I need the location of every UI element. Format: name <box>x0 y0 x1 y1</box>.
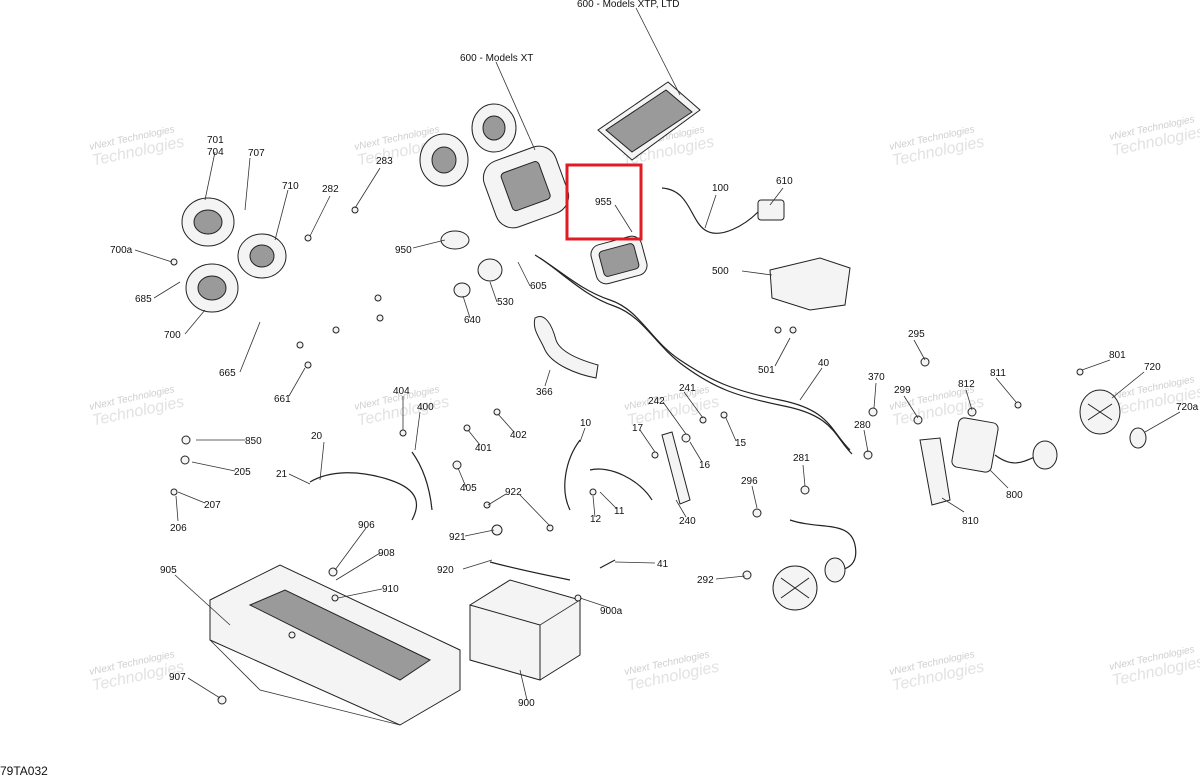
callout-600-xt: 600 - Models XT <box>460 53 533 64</box>
callout-242: 242 <box>648 396 665 407</box>
callout-21: 21 <box>276 469 288 480</box>
callout-40: 40 <box>818 358 830 369</box>
callout-812: 812 <box>958 379 975 390</box>
callout-241: 241 <box>679 383 696 394</box>
callout-10: 10 <box>580 418 592 429</box>
callout-366: 366 <box>536 387 553 398</box>
callout-280: 280 <box>854 420 871 431</box>
callout-605: 605 <box>530 281 547 292</box>
callout-17: 17 <box>632 423 644 434</box>
callout-205: 205 <box>234 467 251 478</box>
cable-20-wire <box>309 472 418 521</box>
cable-11-wire <box>589 468 653 501</box>
callout-530: 530 <box>497 297 514 308</box>
callout-299: 299 <box>894 385 911 396</box>
callout-700a: 700a <box>110 245 133 256</box>
callout-240: 240 <box>679 516 696 527</box>
callout-685: 685 <box>135 294 152 305</box>
callout-11: 11 <box>614 506 625 517</box>
callout-281: 281 <box>793 453 810 464</box>
callout-850: 850 <box>245 436 262 447</box>
battery-900-part <box>469 579 581 681</box>
callout-720: 720 <box>1144 362 1161 373</box>
fasteners <box>170 206 1084 705</box>
bracket-810-part <box>919 437 951 506</box>
gauge-cluster-left <box>181 197 287 313</box>
diagram-code: 79TA032 <box>0 764 48 778</box>
callout-295: 295 <box>908 329 925 340</box>
callout-labels: 600 - Models XTP, LTD 600 - Models XT 70… <box>110 0 1199 709</box>
callout-12: 12 <box>590 514 602 525</box>
callout-404: 404 <box>393 386 410 397</box>
callout-401: 401 <box>475 443 492 454</box>
highlight-box-955 <box>565 163 643 241</box>
callout-800: 800 <box>1006 490 1023 501</box>
cable-400-wire <box>411 451 433 511</box>
callout-810: 810 <box>962 516 979 527</box>
callout-707: 707 <box>248 148 265 159</box>
callout-910: 910 <box>382 584 399 595</box>
callout-20: 20 <box>311 431 323 442</box>
callout-405: 405 <box>460 483 477 494</box>
callout-400: 400 <box>417 402 434 413</box>
switch-950-part <box>440 230 470 250</box>
callout-710: 710 <box>282 181 299 192</box>
callout-701: 701 <box>207 135 224 146</box>
callout-370: 370 <box>868 372 885 383</box>
callout-720a: 720a <box>1176 402 1199 413</box>
bracket-500-part <box>769 257 851 311</box>
callout-500: 500 <box>712 266 729 277</box>
callout-921: 921 <box>449 532 466 543</box>
connector-610-part <box>757 199 785 221</box>
callout-801: 801 <box>1109 350 1126 361</box>
callout-900: 900 <box>518 698 535 709</box>
callout-908: 908 <box>378 548 395 559</box>
display-xt-part <box>482 145 570 229</box>
hose-366-part <box>533 316 599 379</box>
callout-811: 811 <box>990 368 1006 379</box>
callout-665: 665 <box>219 368 236 379</box>
callout-283: 283 <box>376 156 393 167</box>
callout-100: 100 <box>712 183 729 194</box>
socket-530-part <box>477 258 503 282</box>
callout-282: 282 <box>322 184 339 195</box>
callout-905: 905 <box>160 565 177 576</box>
display-955-part <box>590 235 648 285</box>
callout-906: 906 <box>358 520 375 531</box>
callout-207: 207 <box>204 500 221 511</box>
switch-640-part <box>453 282 471 298</box>
headlamp-pair <box>419 103 517 187</box>
callout-704: 704 <box>207 147 224 158</box>
display-xtp-part <box>597 81 701 161</box>
callout-640: 640 <box>464 315 481 326</box>
callout-920: 920 <box>437 565 454 576</box>
callout-700: 700 <box>164 330 181 341</box>
callout-610: 610 <box>776 176 793 187</box>
harness-40-wire <box>534 254 851 451</box>
callout-501: 501 <box>758 365 775 376</box>
callout-600-xtp: 600 - Models XTP, LTD <box>577 0 679 10</box>
callout-296: 296 <box>741 476 758 487</box>
callout-206: 206 <box>170 523 187 534</box>
callout-950: 950 <box>395 245 412 256</box>
leader-lines <box>134 7 1181 701</box>
callout-907: 907 <box>169 672 186 683</box>
callout-16: 16 <box>699 460 711 471</box>
callout-661: 661 <box>274 394 291 405</box>
module-800-part <box>951 417 999 473</box>
callout-402: 402 <box>510 430 527 441</box>
cable-10-wire <box>564 439 581 511</box>
callout-900a: 900a <box>600 606 623 617</box>
bulb-720a-part <box>1129 427 1147 449</box>
callout-15: 15 <box>735 438 747 449</box>
parts <box>170 81 1147 726</box>
callout-922: 922 <box>505 487 522 498</box>
lamp-socket-part <box>1032 440 1058 470</box>
callout-292: 292 <box>697 575 714 586</box>
callout-41: 41 <box>657 559 669 570</box>
callout-955: 955 <box>595 197 612 208</box>
battery-tray-905-part <box>209 564 461 726</box>
bracket-240-part <box>661 431 691 505</box>
